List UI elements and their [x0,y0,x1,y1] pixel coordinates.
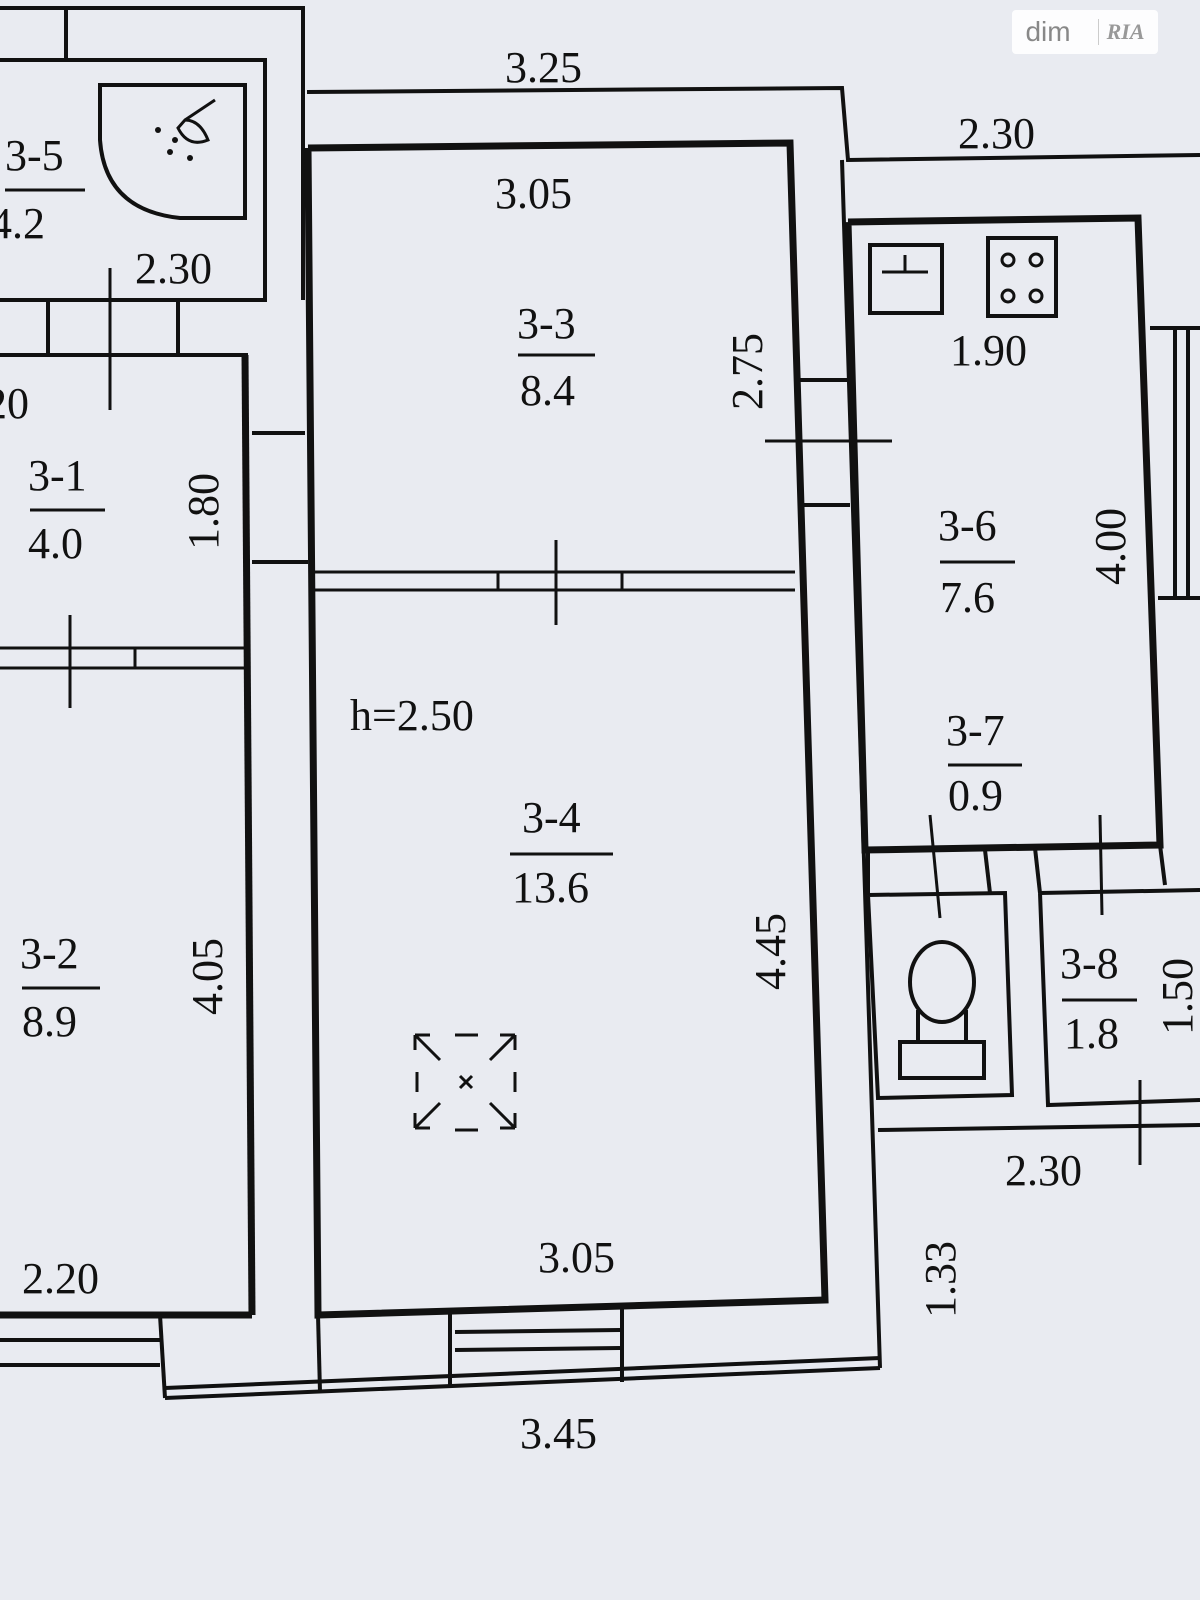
dim-room33-top: 3.05 [495,169,572,218]
toilet-icon [898,940,986,1080]
dim-room38-height: 1.50 [1153,958,1200,1035]
room-3-2-area: 8.9 [22,997,77,1046]
room-3-7-area: 0.9 [948,771,1003,820]
room-3-8-area: 1.8 [1064,1009,1119,1058]
dim-room31-height: 1.80 [179,473,228,550]
shower-icon [98,83,247,220]
dim-right-133: 1.33 [916,1241,965,1318]
dimension-labels: 3.25 2.30 3.05 2.30 2.75 1.90 20 1.80 4.… [0,43,1200,1458]
dim-room33-side: 2.75 [723,333,772,410]
dim-kitchen-width: 1.90 [950,326,1027,375]
watermark-ria: RIA [1097,19,1145,45]
dim-room31-left: 20 [0,379,29,428]
room-3-7-id: 3-7 [946,706,1005,755]
room-labels: 3-5 4.2 3-3 8.4 3-1 4.0 3-6 7.6 3-7 0.9 … [0,131,1119,1058]
sink-icon [868,243,944,315]
ventilation-icon [413,1033,517,1132]
watermark-logo: dim RIA [1012,10,1158,54]
dim-right-bottom-230: 2.30 [1005,1146,1082,1195]
dim-room34-side: 4.45 [746,913,795,990]
dim-top-325: 3.25 [505,43,582,92]
dim-kitchen-height: 4.00 [1086,508,1135,585]
room-3-6-area: 7.6 [940,573,995,622]
room-3-2-id: 3-2 [20,929,79,978]
dim-room32-height: 4.05 [183,938,232,1015]
room-3-4-id: 3-4 [522,793,581,842]
room-3-1-area: 4.0 [28,519,83,568]
ceiling-height: h=2.50 [350,691,474,740]
door-marks [68,268,1142,1165]
room-3-3-id: 3-3 [517,299,576,348]
dim-bottom-345: 3.45 [520,1409,597,1458]
room-3-6-id: 3-6 [938,501,997,550]
dim-room32-bottom: 2.20 [22,1254,99,1303]
room-3-3-area: 8.4 [520,366,575,415]
room-3-5-area: 4.2 [0,199,45,248]
walls [0,6,1200,1400]
fraction-bars [5,188,1137,1002]
watermark-dim: dim [1025,16,1071,47]
stove-icon [986,236,1058,318]
room-3-1-id: 3-1 [28,451,87,500]
dim-top-230-right: 2.30 [958,109,1035,158]
dim-room35-bottom: 2.30 [135,244,212,293]
room-3-5-id: 3-5 [5,131,64,180]
room-3-4-area: 13.6 [512,863,589,912]
room-3-8-id: 3-8 [1060,939,1119,988]
dim-room34-bottom: 3.05 [538,1233,615,1282]
